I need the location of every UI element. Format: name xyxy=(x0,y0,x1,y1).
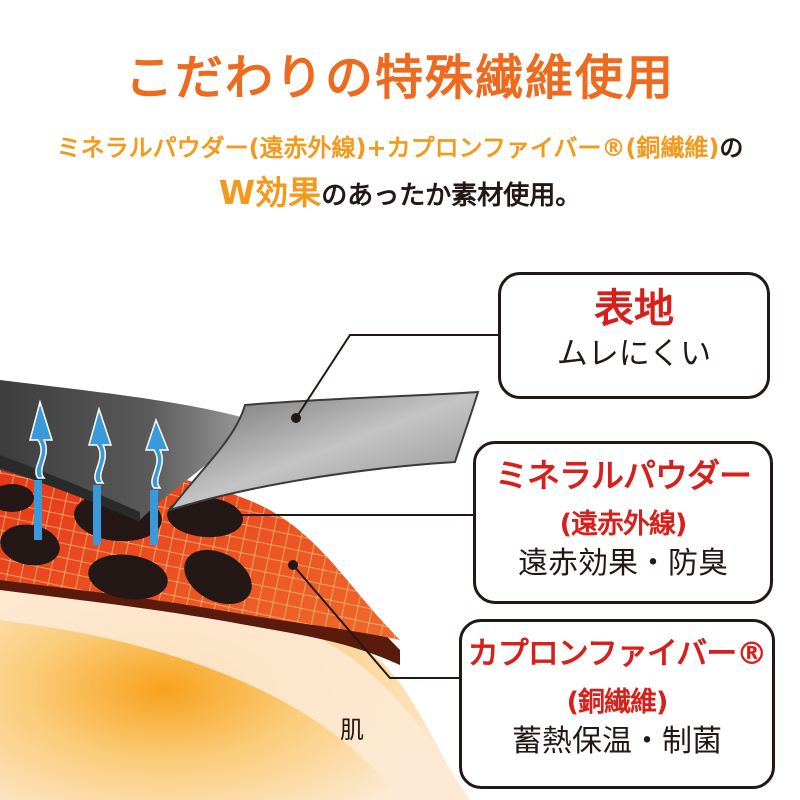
subtitle-materials: ミネラルパウダー(遠赤外線)+カプロンファイバー®(銅繊維) xyxy=(56,134,720,162)
surface-layer xyxy=(0,380,480,522)
subtitle-description: のあったか素材使用。 xyxy=(321,181,582,211)
up-arrow-icon xyxy=(88,406,113,545)
surface-heading: 表地 xyxy=(594,286,674,332)
capron-description: 蓄熱保温・制菌 xyxy=(512,724,722,759)
subtitle-line-1: ミネラルパウダー(遠赤外線)+カプロンファイバー®(銅繊維)の xyxy=(0,128,800,163)
skin-label: 肌 xyxy=(340,716,364,744)
up-arrow-icon xyxy=(144,417,170,545)
heat-arrows xyxy=(29,399,170,545)
leader-lines xyxy=(227,334,500,679)
surface-layer-callout: 表地 ムレにくい xyxy=(498,272,770,399)
surface-description: ムレにくい xyxy=(556,336,712,372)
subtitle-particle: の xyxy=(719,134,744,162)
up-arrow-icon xyxy=(29,399,54,540)
capron-subheading: (銅繊維) xyxy=(566,687,669,718)
mineral-powder-callout: ミネラルパウダー (遠赤外線) 遠赤効果・防臭 xyxy=(473,441,773,604)
capron-fiber-callout: カプロンファイバー® (銅繊維) 蓄熱保温・制菌 xyxy=(459,619,775,789)
page-title: こだわりの特殊繊維使用 xyxy=(124,50,675,106)
subtitle-line-2: W効果のあったか素材使用。 xyxy=(0,166,800,214)
mineral-description: 遠赤効果・防臭 xyxy=(518,546,728,581)
mineral-heading: ミネラルパウダー xyxy=(495,456,752,495)
mineral-subheading: (遠赤外線) xyxy=(559,509,688,540)
subtitle-w-effect: W効果 xyxy=(218,173,322,212)
capron-heading: カプロンファイバー® xyxy=(467,636,767,672)
